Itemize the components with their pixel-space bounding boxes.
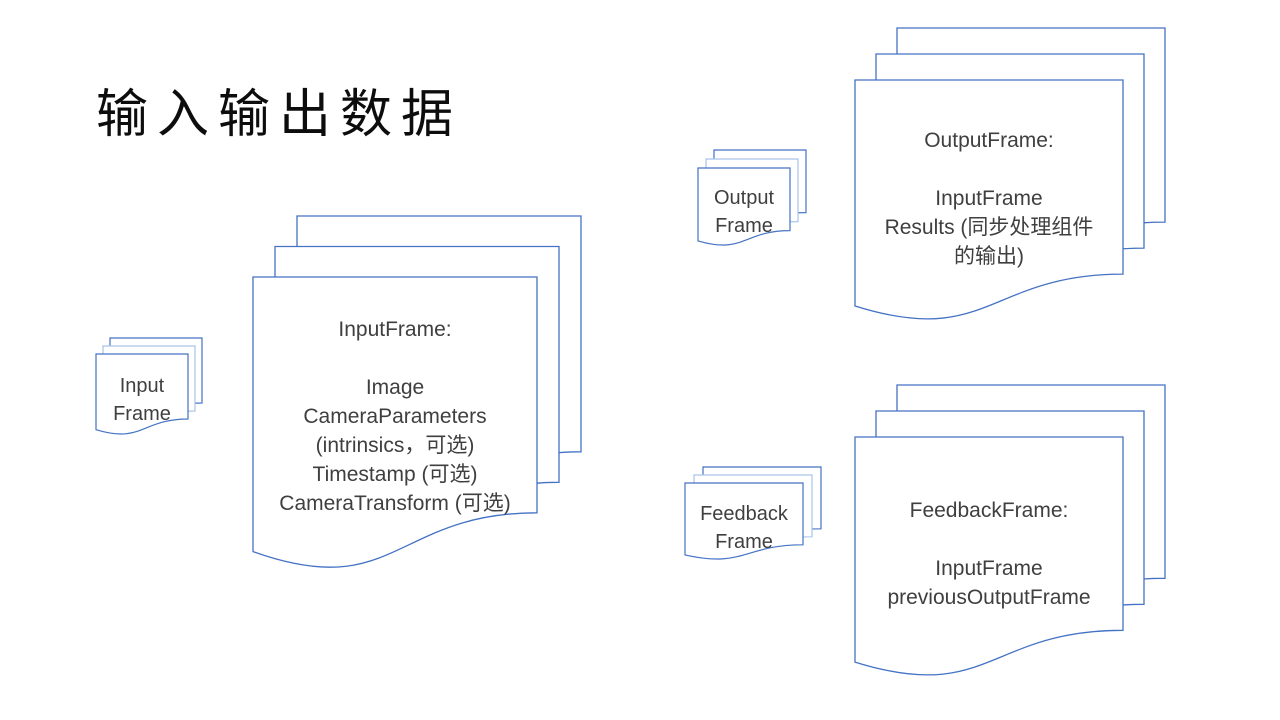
doc-text-line: Output (713, 187, 775, 209)
doc-text-line: Timestamp (可选) (312, 463, 478, 486)
doc-text-line: CameraParameters (303, 405, 487, 428)
doc-text-line: InputFrame (935, 187, 1043, 210)
doc-text-line: FeedbackFrame: (909, 499, 1069, 522)
input-frame-small-doc-front (95, 353, 189, 435)
doc-text-line: Input (119, 375, 165, 397)
doc-text-line: 的输出) (954, 245, 1024, 268)
inputframe-doc-text: InputFrame: Image CameraParameters (intr… (253, 315, 537, 518)
doc-text-line: Frame (715, 215, 773, 237)
doc-text-line: InputFrame: (338, 318, 452, 341)
output-frame-small-stack (697, 149, 807, 246)
doc-text-line: previousOutputFrame (887, 586, 1091, 609)
feedbackframe-doc-front (854, 436, 1124, 676)
outputframe-doc-front (854, 79, 1124, 320)
doc-text-line: OutputFrame: (924, 129, 1054, 152)
doc-text-line: InputFrame (935, 557, 1043, 580)
input-frame-small-label: Input Frame (96, 372, 188, 428)
doc-text-line (855, 525, 1123, 554)
doc-text-line (253, 344, 537, 373)
feedback-frame-small-label: Feedback Frame (685, 500, 803, 556)
doc-text-line: (intrinsics，可选) (315, 434, 475, 457)
feedback-frame-small-doc-front (684, 482, 804, 560)
doc-text-line: Feedback (700, 503, 788, 525)
feedback-frame-small-stack (684, 466, 822, 560)
outputframe-doc-text: OutputFrame: InputFrame Results (同步处理组件 … (855, 126, 1123, 271)
inputframe-doc-front (252, 276, 538, 568)
output-frame-small-doc-front (697, 167, 791, 246)
feedbackframe-doc-text: FeedbackFrame: InputFrame previousOutput… (855, 496, 1123, 612)
output-frame-small-label: Output Frame (698, 184, 790, 240)
inputframe-large-stack (252, 215, 582, 568)
doc-text-line: Results (同步处理组件 (884, 216, 1094, 239)
slide-title: 输入输出数据 (96, 86, 463, 144)
doc-text-line: CameraTransform (可选) (279, 492, 511, 515)
doc-text-line: Image (365, 376, 425, 399)
feedbackframe-large-stack (854, 384, 1166, 676)
doc-text-line (855, 155, 1123, 184)
input-frame-small-stack (95, 337, 203, 435)
doc-text-line: Frame (715, 531, 773, 553)
outputframe-large-stack (854, 27, 1166, 320)
doc-text-line: Frame (113, 403, 171, 425)
